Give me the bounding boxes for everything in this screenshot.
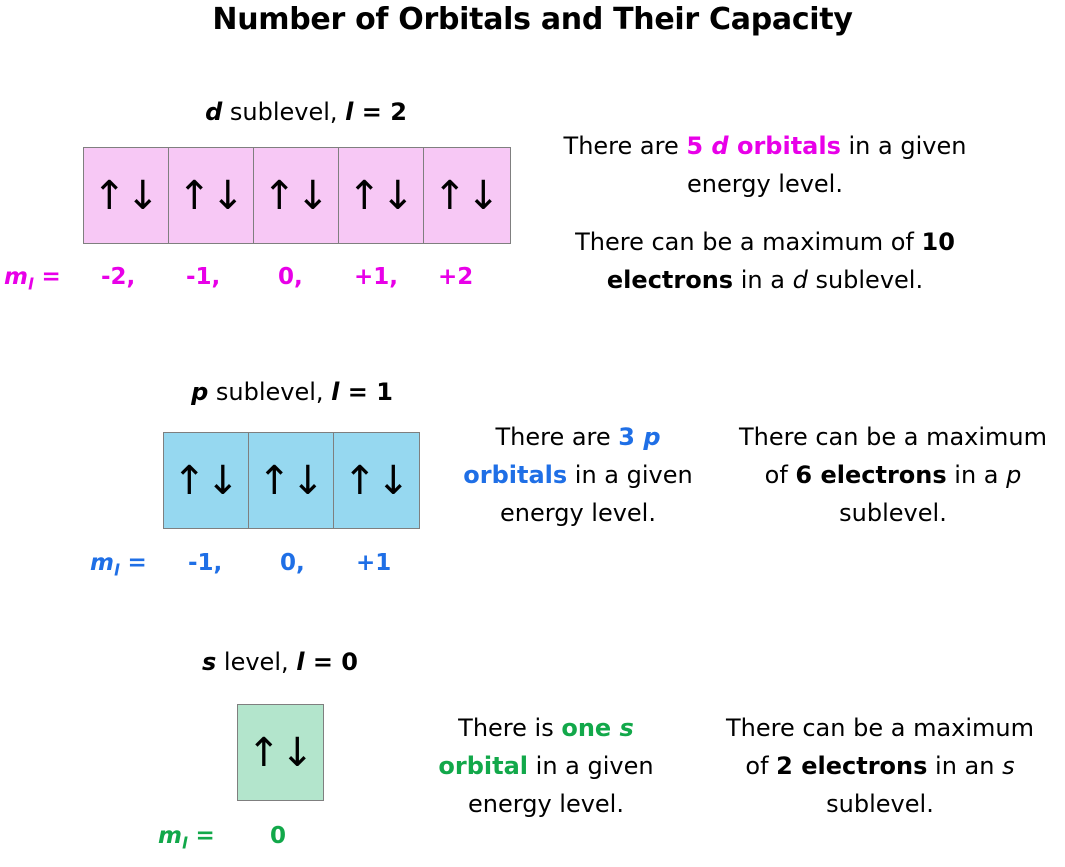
d-ml-value: +1, bbox=[354, 264, 399, 290]
p-ml-value: 0, bbox=[280, 550, 305, 576]
d-orbital-box: ↑↓ bbox=[339, 148, 424, 243]
d-orbital-box: ↑↓ bbox=[169, 148, 254, 243]
s-orbital-count-text: There is one s orbital in a given energy… bbox=[438, 714, 654, 818]
p-orbital-count-text: There are 3 p orbitals in a given energy… bbox=[463, 423, 693, 527]
p-orbital-row: ↑↓ ↑↓ ↑↓ bbox=[163, 432, 420, 529]
d-orbital-box: ↑↓ bbox=[84, 148, 169, 243]
d-sublevel-label: d sublevel, l = 2 bbox=[205, 98, 407, 126]
d-ml-value: -1, bbox=[186, 264, 221, 290]
d-orbital-count-text: There are 5 d orbitals in a given energy… bbox=[563, 132, 967, 198]
d-ml-value: 0, bbox=[278, 264, 303, 290]
d-orbital-box: ↑↓ bbox=[254, 148, 339, 243]
p-ml-value: +1 bbox=[356, 550, 392, 576]
p-capacity-text: There can be a maximum of 6 electrons in… bbox=[738, 423, 1047, 527]
d-ml-label: ml = bbox=[4, 264, 61, 294]
d-capacity-text: There can be a maximum of 10 electrons i… bbox=[575, 228, 955, 294]
p-orbital-box: ↑↓ bbox=[164, 433, 249, 528]
s-orbital-row: ↑↓ bbox=[237, 704, 324, 801]
d-orbital-row: ↑↓ ↑↓ ↑↓ ↑↓ ↑↓ bbox=[83, 147, 511, 244]
s-ml-value: 0 bbox=[270, 823, 287, 849]
d-ml-value: +2 bbox=[438, 264, 474, 290]
page-title: Number of Orbitals and Their Capacity bbox=[212, 2, 853, 37]
d-orbital-box: ↑↓ bbox=[432, 172, 501, 219]
s-level-label: s level, l = 0 bbox=[201, 648, 359, 676]
d-ml-value: -2, bbox=[101, 264, 136, 290]
s-orbital-box: ↑↓ bbox=[246, 729, 315, 776]
p-orbital-box: ↑↓ bbox=[249, 433, 334, 528]
s-capacity-text: There can be a maximum of 2 electrons in… bbox=[725, 714, 1034, 818]
p-ml-value: -1, bbox=[188, 550, 223, 576]
p-ml-label: ml = bbox=[90, 550, 147, 580]
p-orbital-box: ↑↓ bbox=[342, 457, 411, 504]
s-ml-label: ml = bbox=[158, 823, 215, 853]
p-sublevel-label: p sublevel, l = 1 bbox=[191, 378, 393, 406]
